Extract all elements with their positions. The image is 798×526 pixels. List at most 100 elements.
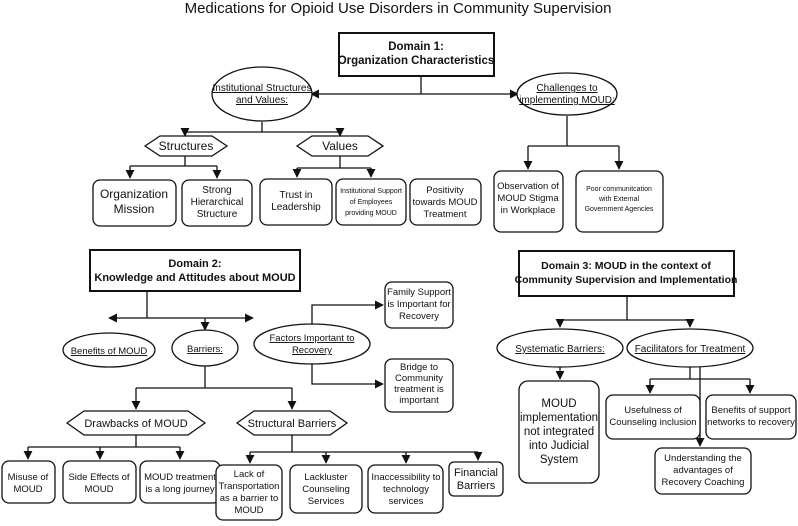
text-line: is a long journey: [145, 484, 214, 495]
challenges-ellipse: [516, 72, 618, 116]
text-line: Usefulness of: [624, 405, 682, 416]
text-line: Domain 2:: [168, 258, 221, 270]
text-line: Positivity: [426, 185, 464, 196]
text-line: MOUD: [234, 505, 263, 516]
text-line: Recovery: [292, 345, 332, 356]
text-line: Counseling: [302, 484, 350, 495]
text-line: with External: [598, 196, 640, 203]
positivity-box: [409, 178, 482, 226]
text-line: Barriers: [457, 480, 496, 492]
text-line: MOUD Stigma: [497, 193, 559, 204]
text-line: implementing MOUD:: [519, 95, 615, 106]
drawbacks-label: Drawbacks of MOUD: [84, 418, 187, 430]
text-line: Mission: [114, 202, 155, 216]
text-line: Domain 3: MOUD in the context of: [541, 260, 711, 272]
trust-box: [259, 178, 333, 226]
text-line: Transportation: [219, 481, 280, 492]
drawbacks-hexagon: [65, 410, 207, 436]
text-line: Community Supervision and Implementation: [515, 274, 738, 286]
domain3-heading: Domain 3: MOUD in the context of Communit…: [515, 260, 738, 286]
org-mission-box: [92, 179, 177, 227]
text-line: not integrated: [524, 426, 594, 438]
text-line: towards MOUD: [413, 197, 478, 208]
text-line: Organization Characteristics: [338, 55, 495, 67]
text-line: Trust in: [280, 190, 313, 201]
text-line: Government Agencies: [585, 206, 654, 213]
diagram-title: Medications for Opioid Use Disorders in …: [185, 0, 612, 17]
structures-split: [130, 156, 217, 167]
connectors: [23, 76, 755, 464]
text-line: Institutional Support: [340, 188, 402, 195]
text-line: Misuse of: [8, 472, 49, 483]
text-line: as a barrier to: [220, 493, 279, 504]
family-box: [384, 281, 454, 329]
values-hexagon: [295, 135, 385, 157]
text-line: Family Support: [387, 287, 451, 298]
text-line: and Values:: [236, 95, 288, 106]
text-line: Services: [308, 496, 345, 507]
text-line: services: [389, 496, 424, 507]
text-line: Observation of: [497, 181, 559, 192]
text-line: is Important for: [387, 299, 450, 310]
text-line: Strong: [202, 185, 231, 196]
institutional-ellipse: [211, 66, 313, 122]
text-line: Benefits of support: [711, 405, 791, 416]
text-line: MOUD: [84, 484, 113, 495]
inst-support-label: Institutional Support of Employees providi…: [340, 188, 402, 217]
text-line: implementation: [520, 412, 598, 424]
misuse-box: [1, 460, 56, 504]
text-line: MOUD: [13, 484, 42, 495]
text-line: Inaccessibility to: [371, 472, 440, 483]
values-label: Values: [322, 139, 358, 153]
text-line: treatment is: [394, 384, 444, 395]
text-line: MOUD treatment: [144, 472, 216, 483]
facilitators-ellipse: [626, 328, 754, 368]
text-line: important: [399, 395, 439, 406]
text-line: Knowledge and Attitudes about MOUD: [94, 272, 295, 284]
text-line: Recovery: [399, 311, 439, 322]
text-line: Poor communitcation: [586, 186, 652, 193]
domain1-box: [338, 32, 495, 77]
values-split: [297, 156, 371, 169]
text-line: of Employees: [350, 199, 393, 206]
text-line: Factors Important to: [269, 333, 354, 344]
factors-ellipse: [253, 323, 371, 365]
bridge-box: [384, 358, 454, 413]
text-line: Hierarchical: [191, 197, 244, 208]
text-line: providing MOUD: [345, 210, 397, 217]
benefits-label: Benefits of MOUD: [71, 346, 148, 357]
financial-box: [448, 461, 504, 497]
technology-box: [367, 464, 444, 514]
systematic-ellipse: [496, 328, 624, 368]
text-line: Domain 1:: [388, 41, 444, 53]
domain1-heading: Domain 1: Organization Characteristics: [338, 41, 495, 67]
factors-to-bridge: [311, 364, 384, 389]
text-line: technology: [383, 484, 429, 495]
challenges-split: [528, 116, 619, 147]
structural-label: Structural Barriers: [248, 418, 337, 430]
counseling-box: [289, 464, 363, 514]
text-line: Treatment: [424, 209, 467, 220]
support-networks-box: [705, 394, 797, 440]
judicial-box: [518, 380, 600, 484]
text-line: Lackluster: [304, 472, 347, 483]
transport-box: [215, 464, 283, 521]
benefits-ellipse: [62, 332, 156, 368]
